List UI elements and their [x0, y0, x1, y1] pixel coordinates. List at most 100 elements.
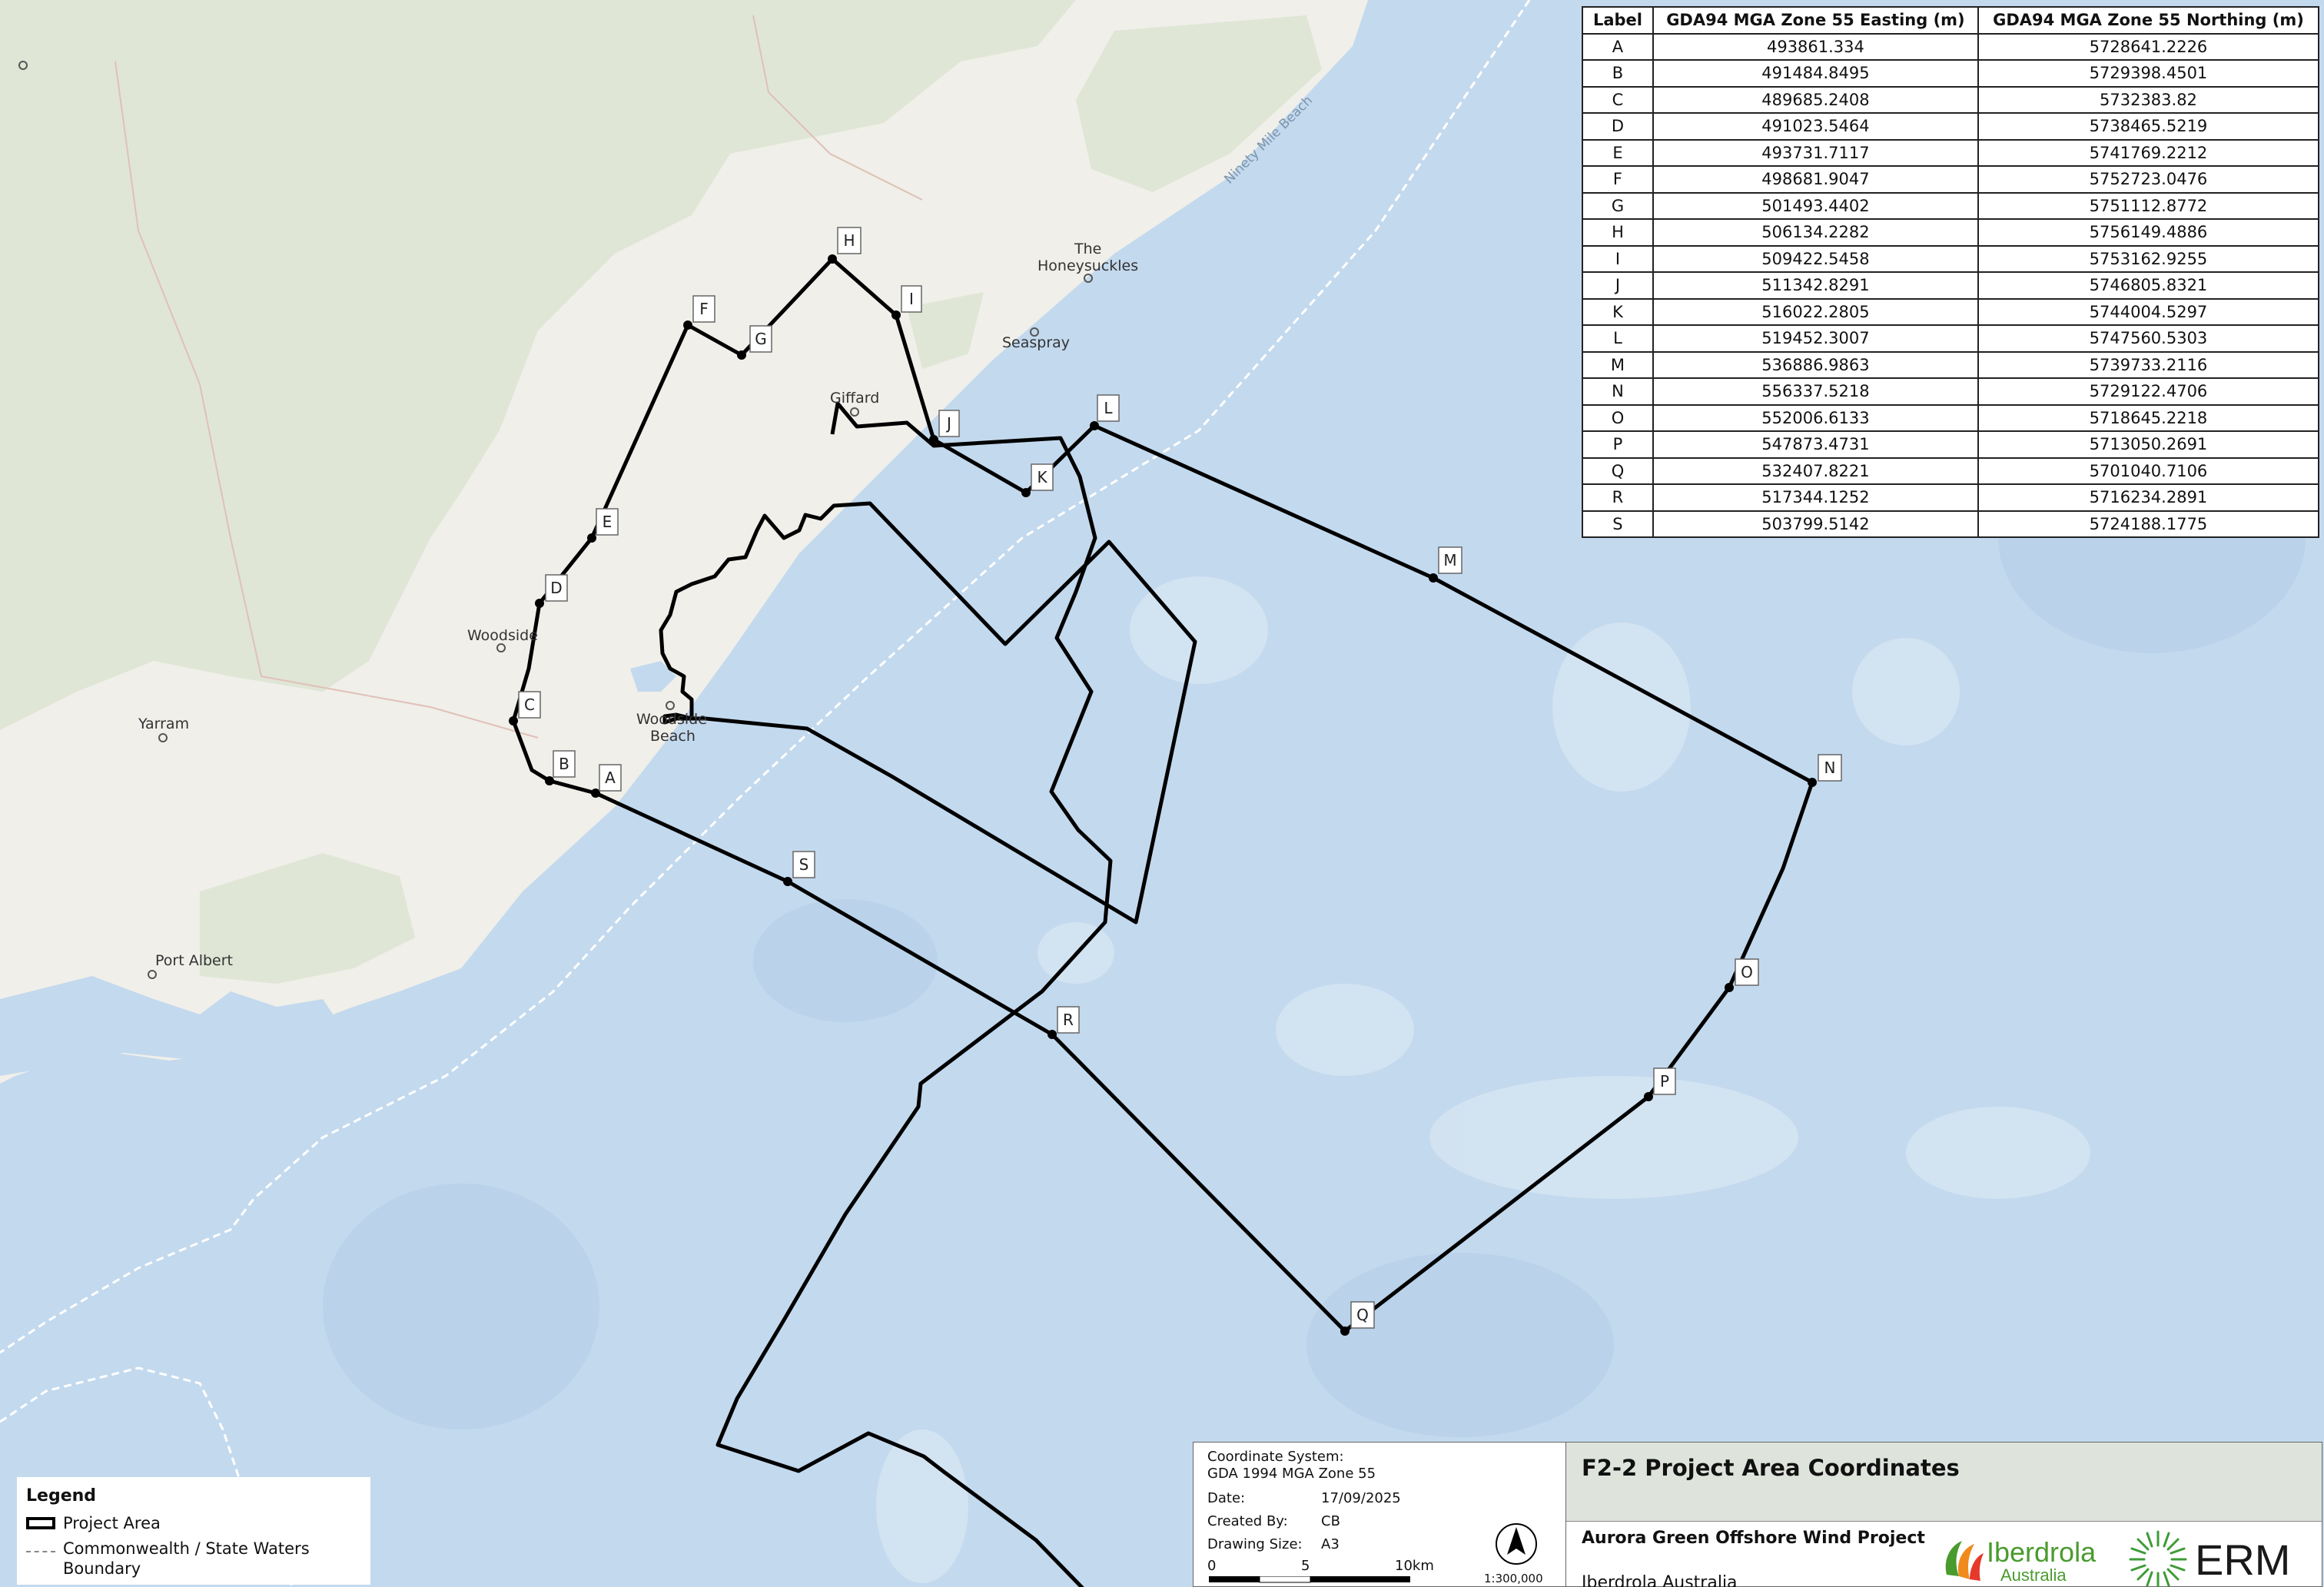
client-name: Iberdrola Australia	[1582, 1573, 1738, 1587]
legend-label-waters-boundary-2: Boundary	[63, 1559, 141, 1578]
project-area-boundary	[715, 401, 1113, 1587]
date-value: 17/09/2025	[1321, 1490, 1401, 1506]
waters-boundary-swatch	[26, 1551, 55, 1552]
legend-item-waters-boundary: Commonwealth / State Waters Boundary	[26, 1539, 310, 1579]
cell-easting: 536886.9863	[1652, 350, 1979, 379]
vertex-label-m: M	[1438, 546, 1462, 574]
cell-label: N	[1582, 377, 1654, 406]
cell-easting: 547873.4731	[1652, 430, 1979, 459]
svg-text:R: R	[1063, 1011, 1074, 1029]
coord-system-value: GDA 1994 MGA Zone 55	[1207, 1466, 1376, 1482]
cell-label: L	[1582, 324, 1654, 353]
cell-easting: 493731.7117	[1652, 138, 1979, 167]
cell-northing: 5738465.5219	[1977, 112, 2320, 141]
cell-easting: 509422.5458	[1652, 244, 1979, 273]
waters-boundary-line	[0, 0, 1531, 1354]
svg-text:S: S	[799, 855, 809, 874]
svg-text:C: C	[524, 696, 535, 714]
cell-easting: 532407.8221	[1652, 457, 1979, 485]
iberdrola-logo-subtext: Australia	[2000, 1565, 2067, 1585]
project-area-swatch	[26, 1517, 55, 1529]
vertex-label-e: E	[596, 508, 619, 536]
coastal-inlets	[0, 661, 676, 1076]
cell-northing: 5741769.2212	[1977, 138, 2320, 167]
vertex-label-a: A	[599, 764, 622, 792]
scale-bar	[1209, 1576, 1410, 1583]
cell-label: S	[1582, 510, 1654, 538]
cell-northing: 5739733.2116	[1977, 350, 2320, 379]
cell-northing: 5728641.2226	[1977, 32, 2320, 61]
cell-label: M	[1582, 350, 1654, 379]
vertex-label-c: C	[518, 691, 541, 719]
svg-text:I: I	[909, 290, 914, 308]
vertex-label-o: O	[1735, 958, 1759, 986]
project-area-inner-boundary	[659, 501, 1197, 925]
svg-text:E: E	[603, 513, 613, 531]
svg-text:B: B	[559, 755, 569, 773]
svg-text:P: P	[1660, 1072, 1669, 1091]
cell-easting: 506134.2282	[1652, 218, 1979, 247]
vertex-label-r: R	[1057, 1006, 1080, 1034]
cell-northing: 5751112.8772	[1977, 191, 2320, 220]
figure-title: F2-2 Project Area Coordinates	[1582, 1455, 1960, 1481]
vertex-label-i: I	[901, 285, 922, 313]
svg-text:O: O	[1741, 963, 1753, 981]
road-lines	[115, 15, 923, 739]
legend-label-project-area: Project Area	[63, 1514, 161, 1532]
cell-label: E	[1582, 138, 1654, 167]
project-name: Aurora Green Offshore Wind Project	[1582, 1529, 1925, 1548]
cell-easting: 556337.5218	[1652, 377, 1979, 406]
town-label-seaspray: Seaspray	[1002, 334, 1070, 351]
cell-northing: 5746805.8321	[1977, 271, 2320, 300]
cell-easting: 516022.2805	[1652, 297, 1979, 326]
cell-label: A	[1582, 32, 1654, 61]
scale-tick-10km: 10km	[1395, 1558, 1434, 1574]
cell-label: J	[1582, 271, 1654, 300]
cell-northing: 5701040.7106	[1977, 457, 2320, 485]
cell-label: P	[1582, 430, 1654, 459]
cell-label: Q	[1582, 457, 1654, 485]
cell-label: C	[1582, 85, 1654, 114]
created-by-value: CB	[1321, 1513, 1340, 1529]
scale-tick-0: 0	[1207, 1558, 1217, 1574]
feature-label-ninety-mile-beach: Ninety Mile Beach	[1221, 93, 1316, 188]
drawing-size-value: A3	[1321, 1536, 1340, 1552]
scale-tick-5: 5	[1301, 1558, 1310, 1574]
coordinates-table: Label GDA94 MGA Zone 55 Easting (m) GDA9…	[1582, 6, 2320, 538]
vertex-label-j: J	[938, 410, 960, 437]
cell-easting: 552006.6133	[1652, 403, 1979, 432]
cell-easting: 501493.4402	[1652, 191, 1979, 220]
column-header-label: Label	[1582, 6, 1654, 35]
town-label-port-albert: Port Albert	[155, 952, 233, 969]
svg-text:L: L	[1104, 399, 1113, 417]
cell-label: B	[1582, 59, 1654, 88]
legend-title: Legend	[26, 1486, 97, 1506]
svg-text:A: A	[605, 769, 616, 787]
cell-label: H	[1582, 218, 1654, 247]
cell-label: G	[1582, 191, 1654, 220]
vertex-label-d: D	[545, 574, 568, 602]
vertex-label-q: Q	[1350, 1301, 1375, 1329]
shoal-patches	[876, 446, 2090, 1583]
cell-easting: 491023.5464	[1652, 112, 1979, 141]
svg-text:K: K	[1037, 468, 1047, 486]
town-label-yarram: Yarram	[138, 715, 189, 732]
erm-logo: ERM	[2127, 1529, 2312, 1587]
cell-northing: 5752723.0476	[1977, 165, 2320, 194]
svg-text:J: J	[945, 414, 951, 433]
